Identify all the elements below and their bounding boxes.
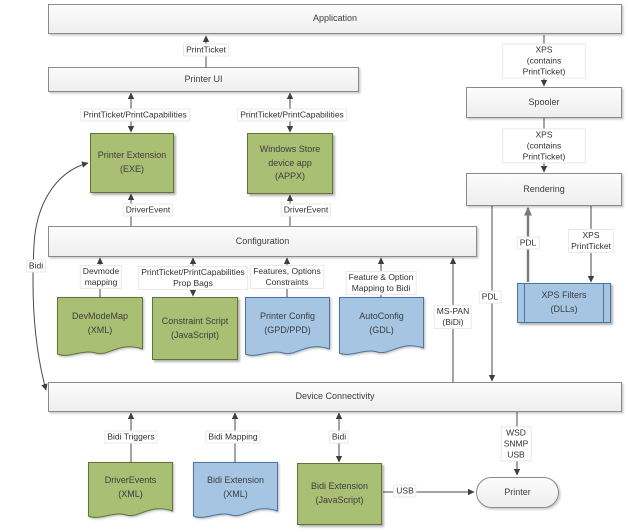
node-printer: Printer xyxy=(476,477,559,508)
label-printticket-printcapabilities-left: PrintTicket/PrintCapabilities xyxy=(80,108,190,122)
node-printer-extension: Printer Extension (EXE) xyxy=(90,133,174,193)
label-xps-contains-printticket-top: XPS (contains PrintTicket) xyxy=(502,43,586,79)
label-ms-pan-bidi: MS-PAN (BiDi) xyxy=(433,304,473,330)
label-xps-contains-printticket-mid: XPS (contains PrintTicket) xyxy=(502,128,586,164)
node-bidi-extension-xml: Bidi Extension (XML) xyxy=(193,462,278,520)
xps-filters-label: XPS Filters (DLLs) xyxy=(541,290,587,314)
label-bidi-triggers: Bidi Triggers xyxy=(104,430,158,444)
node-constraint-script: Constraint Script (JavaScript) xyxy=(152,297,238,360)
node-autoconfig: AutoConfig (GDL) xyxy=(339,297,424,357)
label-bidi-curve: Bidi xyxy=(25,259,47,273)
label-driverevent-left: DriverEvent xyxy=(122,203,174,217)
node-printer-ui: Printer UI xyxy=(48,67,359,92)
label-printticket: PrintTicket xyxy=(183,43,229,57)
label-bidi-mapping: Bidi Mapping xyxy=(205,430,261,444)
label-ptpc-prop-bags: PrintTicket/PrintCapabilities Prop Bags xyxy=(138,265,248,291)
node-driverevents: DriverEvents (XML) xyxy=(88,462,173,520)
label-xps-printticket: XPS PrintTicket xyxy=(568,228,614,254)
node-application: Application xyxy=(48,4,622,34)
label-wsd-snmp-usb: WSD SNMP USB xyxy=(500,426,532,462)
node-bidi-extension-javascript: Bidi Extension (JavaScript) xyxy=(297,463,382,525)
label-printticket-printcapabilities-right: PrintTicket/PrintCapabilities xyxy=(237,108,347,122)
node-devmodemap: DevModeMap (XML) xyxy=(57,297,143,358)
label-pdl-up: PDL xyxy=(516,236,540,250)
node-xps-filters: XPS Filters (DLLs) xyxy=(517,283,611,323)
label-devmode-mapping: Devmode mapping xyxy=(79,264,123,290)
node-spooler: Spooler xyxy=(466,87,622,118)
label-bidi-bottom: Bidi xyxy=(328,430,350,444)
label-usb: USB xyxy=(393,484,417,498)
label-driverevent-right: DriverEvent xyxy=(280,203,332,217)
node-device-connectivity: Device Connectivity xyxy=(48,382,622,412)
label-pdl-down: PDL xyxy=(478,290,502,304)
node-printer-config: Printer Config (GPD/PPD) xyxy=(245,297,330,358)
label-features-options-constraints: Features, Options Constraints xyxy=(250,264,324,290)
node-windows-store-device-app: Windows Store device app (APPX) xyxy=(247,133,333,194)
xps-filters-right-bar xyxy=(603,284,604,322)
xps-filters-left-bar xyxy=(524,284,525,322)
label-feature-option-mapping-bidi: Feature & Option Mapping to Bidi xyxy=(345,270,417,296)
node-rendering: Rendering xyxy=(466,173,622,206)
node-configuration: Configuration xyxy=(48,226,477,257)
